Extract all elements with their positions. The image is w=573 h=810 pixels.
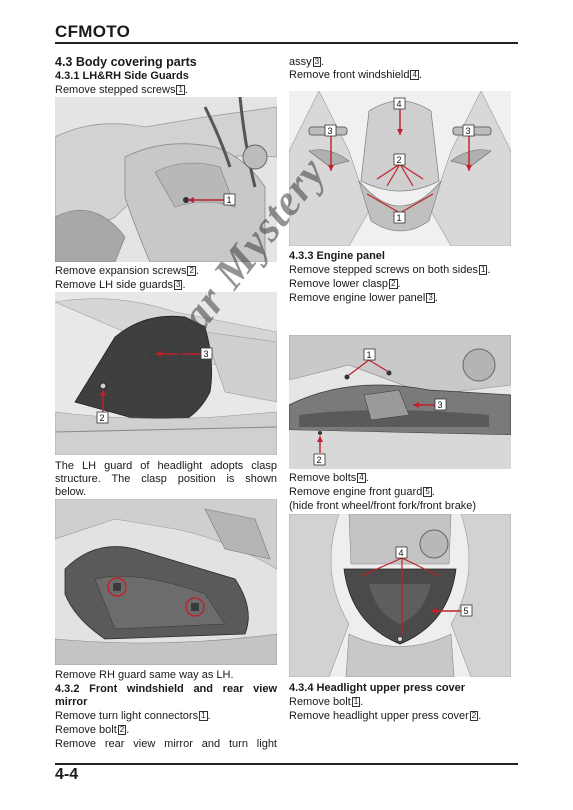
callout-box: 3	[174, 280, 183, 290]
clasp-note-line1: The LH guard of headlight adopts clasp	[55, 460, 277, 472]
callout-label: 5	[464, 606, 469, 616]
footer-rule	[55, 763, 518, 765]
callout-label: 2	[100, 413, 105, 423]
callout-label: 1	[397, 213, 402, 223]
page-number: 4-4	[55, 766, 79, 783]
figure-clasp-position	[55, 499, 277, 665]
callout-box: 1	[176, 85, 185, 95]
callout-box: 4	[357, 473, 366, 483]
callout-label: 4	[399, 548, 404, 558]
callout-box: 1	[199, 711, 208, 721]
figure-side-guard-screw: 1	[55, 97, 277, 262]
callout-label: 3	[466, 126, 471, 136]
callout-label: 2	[317, 455, 322, 465]
callout-box: 4	[410, 70, 419, 80]
callout-box: 2	[469, 711, 479, 721]
brand-logo: CFMOTO	[55, 22, 131, 41]
clasp-note-line2: structure. The clasp position is shown	[55, 473, 277, 485]
callout-label: 2	[397, 155, 402, 165]
callout-box: 2	[117, 725, 127, 735]
header-rule	[55, 42, 518, 44]
callout-label: 3	[438, 400, 443, 410]
subsection-title-windshield-line2: mirror	[55, 696, 88, 708]
callout-label: 1	[227, 195, 232, 205]
callout-label: 3	[204, 349, 209, 359]
callout-box: 3	[312, 57, 322, 67]
subsection-title-engine-panel: 4.3.3 Engine panel	[289, 250, 385, 262]
rh-guard-note: Remove RH guard same way as LH.	[55, 669, 234, 681]
callout-label: 1	[367, 350, 372, 360]
section-title: 4.3 Body covering parts	[55, 55, 197, 69]
figure-front-windshield: 4 3 3 2 1	[289, 91, 511, 246]
callout-box: 2	[187, 266, 196, 276]
subsection-title-side-guards: 4.3.1 LH&RH Side Guards	[55, 70, 189, 82]
callout-box: 2	[389, 279, 398, 289]
front-guard-note: (hide front wheel/front fork/front brake…	[289, 500, 477, 512]
figure-engine-panel: 1 3 2	[289, 335, 511, 469]
callout-box: 1	[478, 265, 488, 275]
callout-label: 4	[397, 99, 402, 109]
callout-label: 3	[328, 126, 333, 136]
clasp-note-line3: below.	[55, 486, 87, 498]
callout-box: 5	[423, 487, 432, 497]
subsection-title-windshield: 4.3.2 Front windshield and rear view	[55, 683, 277, 695]
callout-box: 1	[351, 697, 361, 707]
callout-box: 3	[426, 293, 435, 303]
step-remove-mirror: Remove rear view mirror and turn light	[55, 738, 277, 750]
subsection-title-headlight-cover: 4.3.4 Headlight upper press cover	[289, 682, 466, 694]
figure-lh-side-guard: 3 2	[55, 292, 277, 455]
figure-engine-front-guard: 4 5	[289, 514, 511, 677]
